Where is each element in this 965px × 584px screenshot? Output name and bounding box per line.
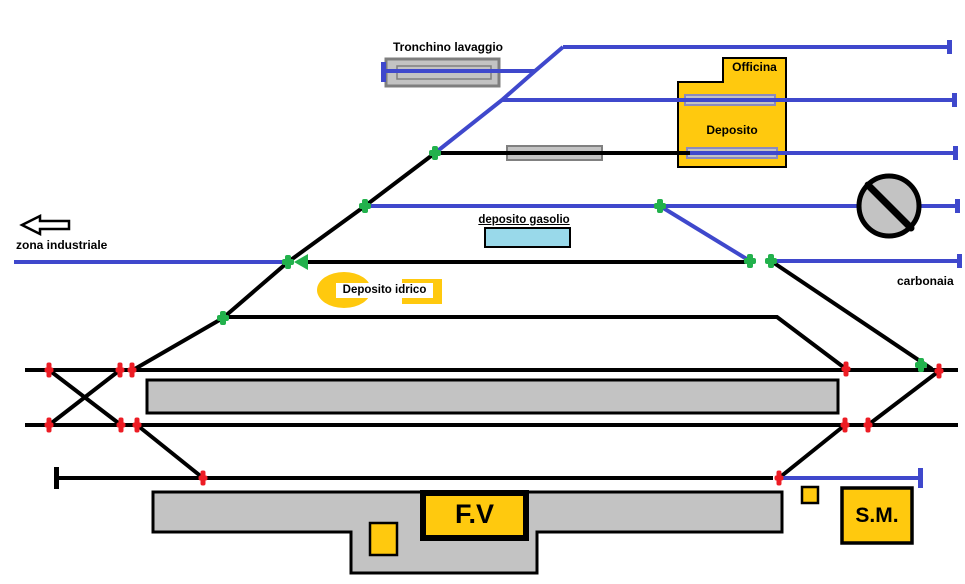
industrial-zone-label: zona industriale [16,238,108,252]
switch-marker-green-icon [915,358,927,372]
east-yard-lead [769,259,934,371]
station-annex-small [368,521,399,557]
buffer-depot [953,146,958,160]
east-crossover-a [866,369,941,427]
switch-marker-green-icon [429,146,441,160]
water-depot-label: Deposito idrico [336,283,433,298]
plain-tracks [25,151,958,480]
switch-marker-green-icon [282,255,294,269]
switch-marker-red-icon [116,417,126,433]
switch-marker-green-icon [654,199,666,213]
switch-marker-red-icon [132,417,142,433]
buffer-station-east [918,468,923,488]
east-crossover-b [777,423,847,480]
buffer-washing [381,62,386,82]
buffer-officina [952,93,957,107]
station-sign-label: F.V [454,499,494,529]
west-direction-arrow-icon [19,213,71,237]
buffer-station-west [54,467,59,489]
island-platform [145,378,840,415]
hut-small [800,485,820,505]
turntable [856,173,922,239]
washing-track-label: Tronchino lavaggio [392,40,503,54]
switch-marker-green-icon [744,254,756,268]
switch-marker-red-icon [934,363,944,379]
fuel-tank [484,227,571,248]
diagonal-to-station-track [135,423,205,480]
switch-marker-red-icon [774,470,784,486]
switch-marker-red-icon [863,417,873,433]
buffer-carbonaia [957,254,962,268]
buffer-turntable [955,199,960,213]
yard-lead-diagonal-blue [433,45,565,155]
depot-building-outline [677,57,787,168]
fuel-depot-label: deposito gasolio [478,214,570,226]
workshop-label: Officina [732,60,777,74]
sm-sign [840,486,914,545]
depot-label: Deposito [706,123,758,137]
switch-marker-red-icon [115,362,125,378]
switch-marker-green-icon [217,311,229,325]
switch-marker-green-icon [765,254,777,268]
turntable-branch-diagonal [658,204,752,263]
crossover-b [47,368,122,427]
switch-marker-red-icon [840,417,850,433]
switch-arrow-green-icon [294,254,308,270]
switch-marker-red-icon [44,362,54,378]
buffer-stops [54,40,962,489]
switch-marker-red-icon [841,361,851,377]
turntable-bridge [864,181,915,232]
officina-deposito-building [677,57,787,168]
switch-marker-red-icon [198,470,208,486]
siding-track [223,315,848,371]
switch-marker-red-icon [127,362,137,378]
sm-sign-label: S.M. [855,504,899,527]
switch-markers [44,146,944,486]
buffer-top [947,40,952,54]
coal-yard-label: carbonaia [897,274,954,288]
fv-sign [420,490,529,541]
switch-marker-green-icon [359,199,371,213]
switch-marker-red-icon [44,417,54,433]
